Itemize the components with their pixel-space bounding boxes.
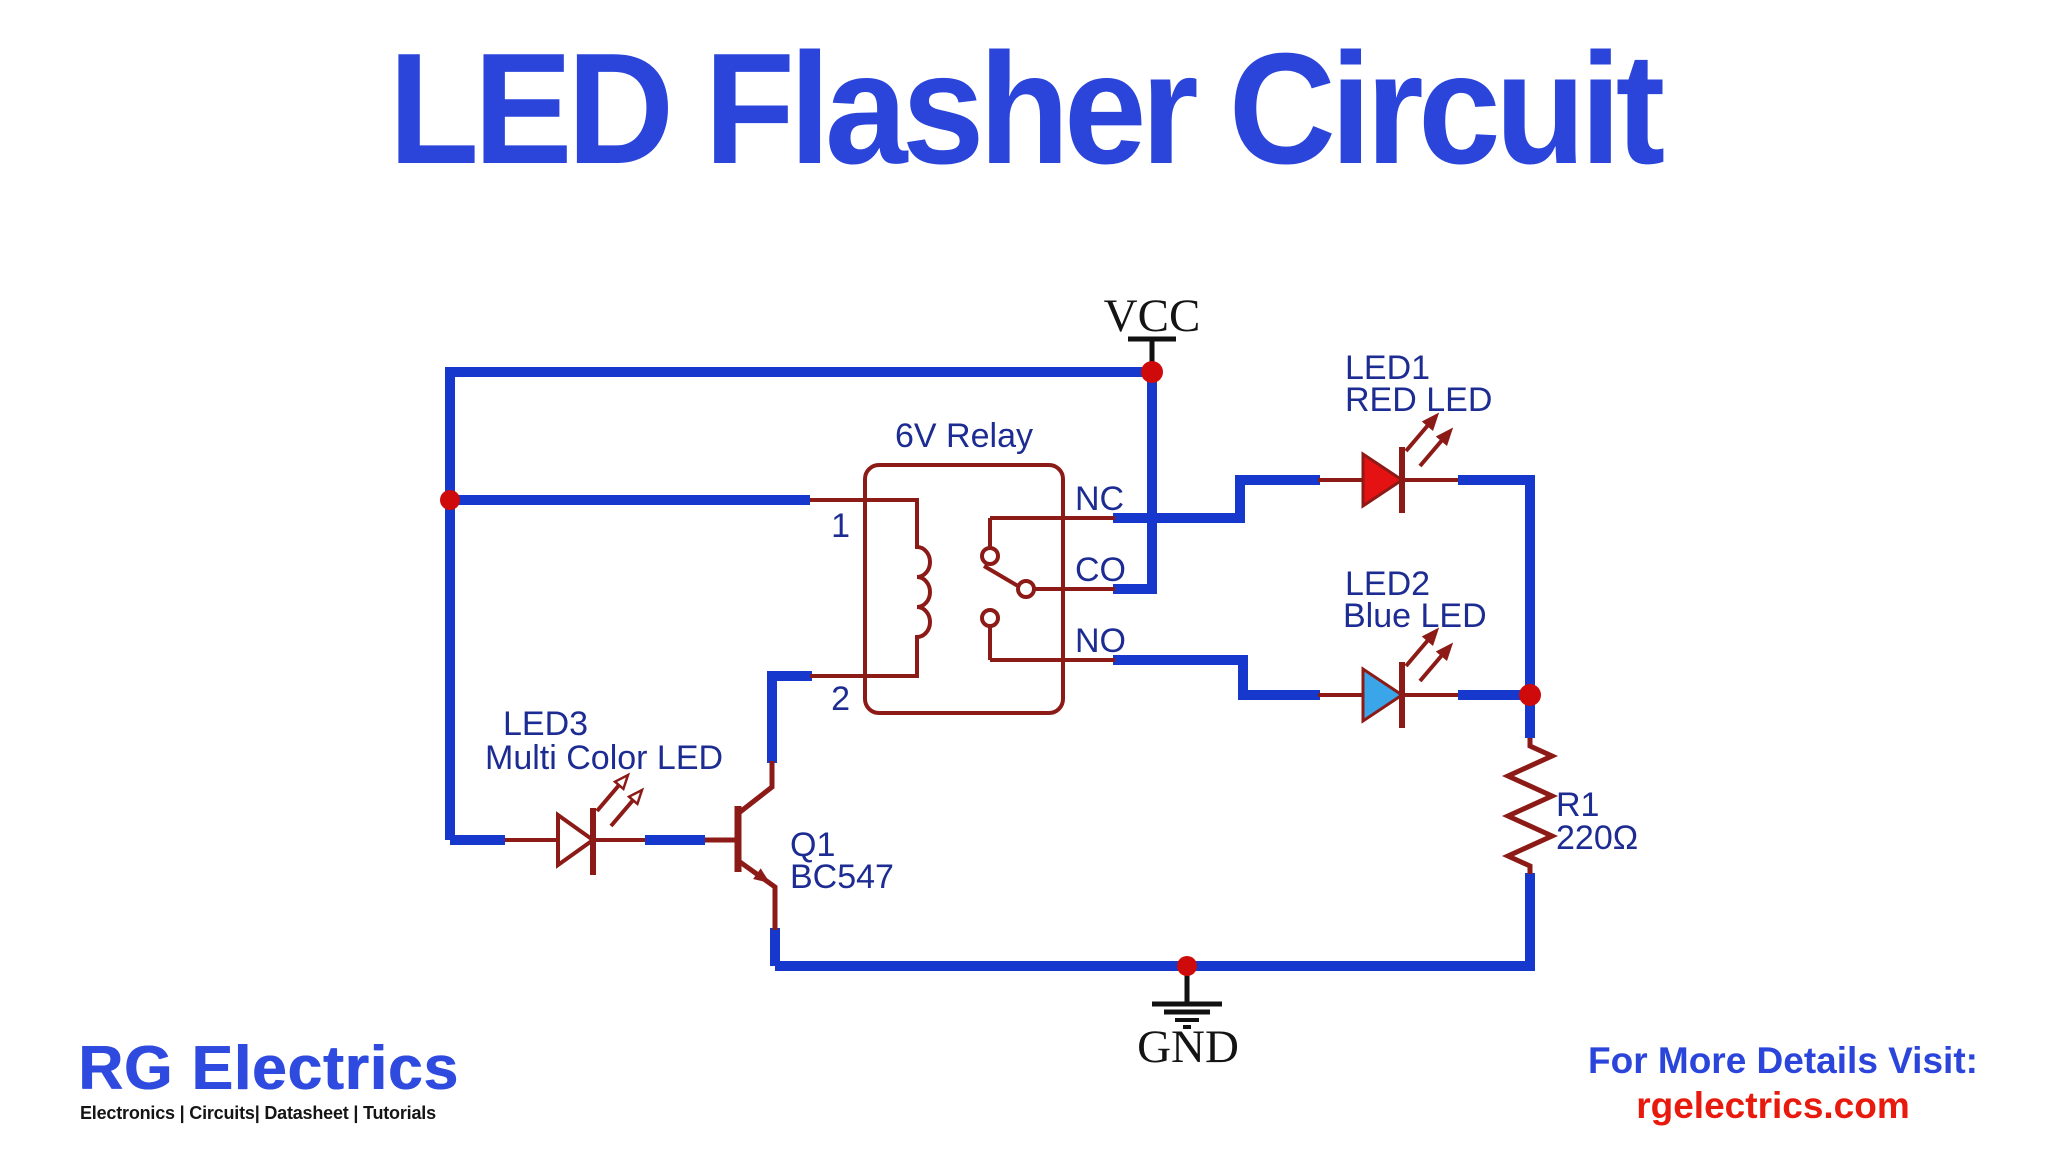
led1-type-label: RED LED — [1345, 381, 1492, 419]
led2: LED2 Blue LED — [1318, 565, 1487, 728]
vcc-symbol: VCC — [1104, 290, 1201, 368]
led3-ref-label: LED3 — [503, 705, 588, 743]
relay-coil — [810, 498, 932, 678]
led3: LED3 Multi Color LED — [485, 705, 723, 875]
led1-ref-label: LED1 — [1345, 349, 1430, 387]
details-url: rgelectrics.com — [1636, 1084, 1910, 1126]
wire-nc-to-led1 — [1113, 475, 1320, 523]
led2-symbol — [1361, 666, 1405, 724]
transistor-collector-lead — [738, 761, 775, 814]
relay: 6V Relay 1 2 NC CO NO — [810, 417, 1126, 718]
resistor-symbol — [1501, 738, 1559, 874]
led1: LED1 RED LED — [1318, 349, 1492, 513]
relay-switch — [980, 516, 1115, 662]
transistor-emitter-arrow — [753, 868, 770, 883]
gnd-label: GND — [1137, 1021, 1239, 1073]
relay-pin2-label: 2 — [831, 680, 850, 718]
led3-type-label: Multi Color LED — [485, 739, 723, 777]
led2-emission-arrows — [1404, 628, 1453, 683]
wire-left-top-rail — [445, 367, 1152, 840]
details-block: For More Details Visit: rgelectrics.com — [1588, 1040, 1978, 1127]
led1-symbol — [1361, 451, 1405, 509]
junction-dot-vcc — [1141, 361, 1163, 383]
led2-ref-label: LED2 — [1345, 565, 1430, 603]
resistor-ref-label: R1 — [1556, 786, 1599, 824]
relay-nc-contact — [980, 546, 1000, 566]
wire-led1-to-junction — [1458, 475, 1535, 695]
brand-logo: RG Electrics — [78, 1034, 459, 1103]
led3-emission-arrows — [595, 773, 644, 828]
relay-no-contact — [980, 608, 1000, 628]
vcc-label: VCC — [1104, 290, 1201, 342]
junction-dot-led2-resistor — [1519, 684, 1541, 706]
page-title: LED Flasher Circuit — [388, 21, 1665, 197]
junction-dots — [440, 361, 1541, 976]
relay-nc-label: NC — [1075, 480, 1124, 518]
resistor-r1: R1 220Ω — [1501, 738, 1638, 874]
relay-no-label: NO — [1075, 622, 1126, 660]
relay-switch-arm — [982, 564, 1020, 588]
relay-co-label: CO — [1075, 551, 1126, 589]
transistor-emitter-lead — [738, 859, 778, 930]
relay-pin1-label: 1 — [831, 507, 850, 545]
junction-dot-left-rail — [440, 490, 460, 510]
brand-block: RG Electrics Electronics | Circuits| Dat… — [78, 1036, 548, 1124]
transistor-ref-label: Q1 — [790, 826, 835, 864]
led2-type-label: Blue LED — [1343, 597, 1487, 635]
resistor-value-label: 220Ω — [1556, 819, 1638, 857]
brand-tagline: Electronics | Circuits| Datasheet | Tuto… — [80, 1103, 436, 1124]
wire-pin2-to-collector — [767, 671, 812, 763]
transistor-q1: Q1 BC547 — [705, 761, 894, 930]
junction-dot-gnd — [1177, 956, 1197, 976]
relay-name-label: 6V Relay — [895, 417, 1033, 455]
led3-symbol — [556, 811, 597, 869]
wire-bottom-rail — [775, 873, 1535, 971]
details-cta: For More Details Visit: — [1588, 1040, 1978, 1081]
transistor-part-label: BC547 — [790, 858, 894, 896]
gnd-symbol: GND — [1137, 966, 1239, 1073]
relay-co-contact — [1016, 579, 1036, 599]
wire-no-to-led2 — [1113, 655, 1320, 700]
led1-emission-arrows — [1404, 413, 1453, 468]
